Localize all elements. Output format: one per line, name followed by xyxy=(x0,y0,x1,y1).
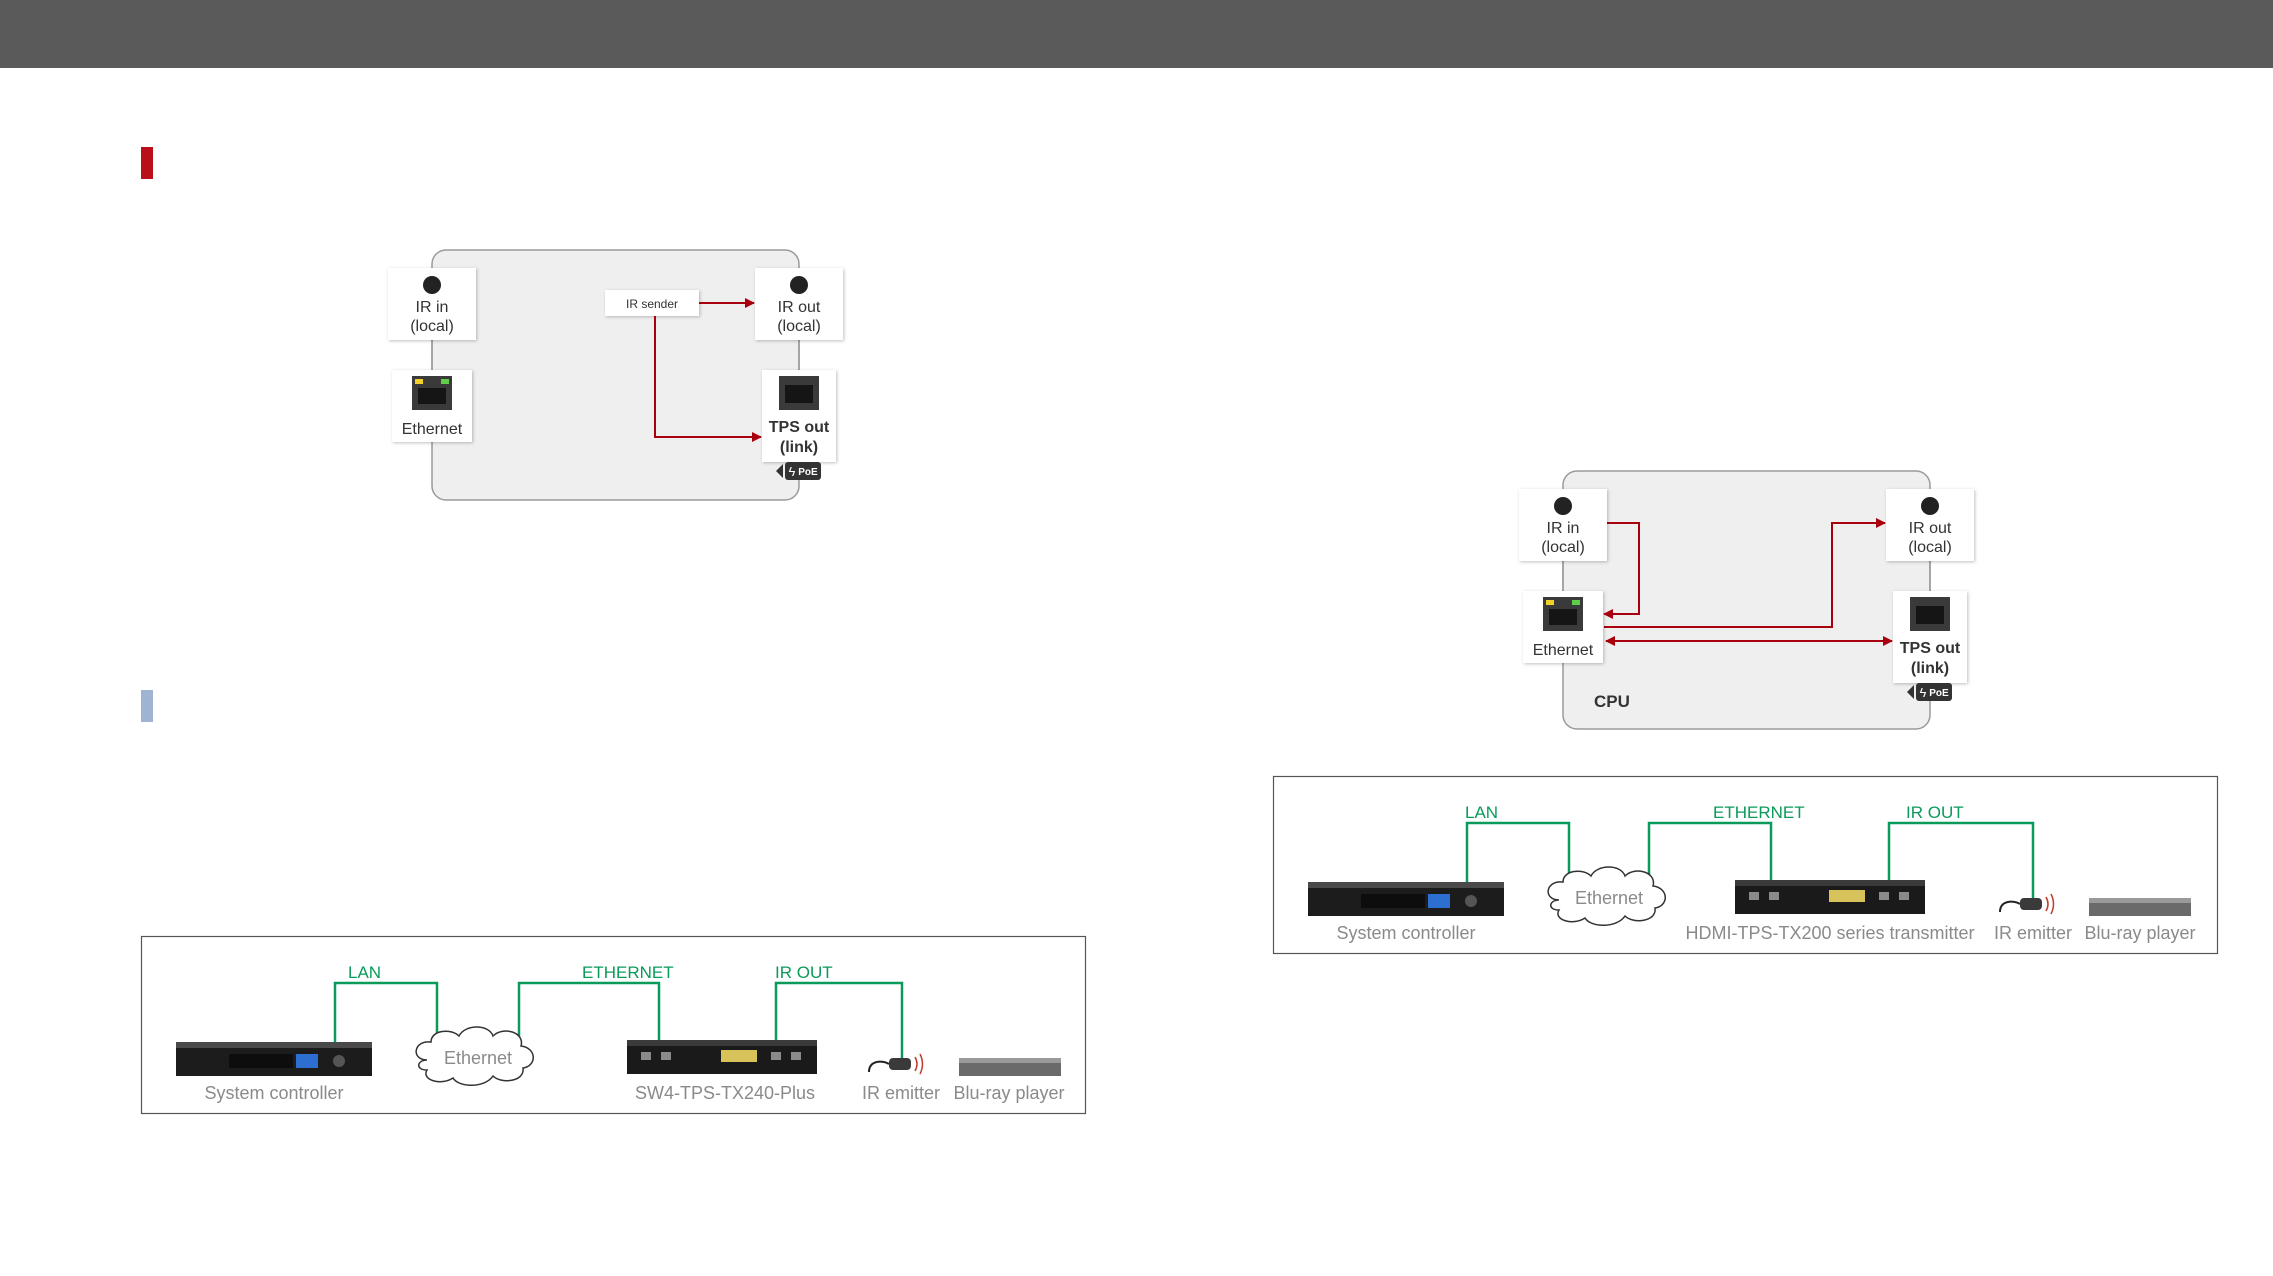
svg-text:IR OUT: IR OUT xyxy=(1906,803,1964,822)
svg-text:TPS out: TPS out xyxy=(769,419,830,436)
svg-text:LAN: LAN xyxy=(348,963,381,982)
svg-text:(link): (link) xyxy=(780,439,818,456)
svg-text:ϟ: ϟ xyxy=(1920,685,1927,700)
system-controller-device xyxy=(176,1042,372,1076)
ir-sender-box: IR sender xyxy=(605,290,699,316)
svg-text:IR in: IR in xyxy=(1547,520,1580,537)
svg-text:IR in: IR in xyxy=(416,299,449,316)
ir-emitter-device xyxy=(868,1053,924,1075)
ir-in-port: IR in (local) xyxy=(1519,489,1607,561)
device-enclosure xyxy=(431,249,800,501)
cpu-label: CPU xyxy=(1594,692,1630,711)
svg-text:PoE: PoE xyxy=(798,467,818,478)
ethernet-port: Ethernet xyxy=(392,370,472,442)
svg-text:IR out: IR out xyxy=(1909,520,1952,537)
svg-text:Blu-ray player: Blu-ray player xyxy=(2084,923,2195,943)
svg-text:ϟ: ϟ xyxy=(789,464,796,479)
ir-diagram-left: IR in (local) Ethernet IR sender IR out … xyxy=(388,249,843,501)
svg-text:Ethernet: Ethernet xyxy=(1533,642,1594,659)
header-bar xyxy=(0,0,2273,68)
svg-text:(link): (link) xyxy=(1911,660,1949,677)
svg-text:IR sender: IR sender xyxy=(626,297,678,311)
svg-text:System controller: System controller xyxy=(204,1083,343,1103)
svg-text:PoE: PoE xyxy=(1929,688,1949,699)
ir-out-port: IR out (local) xyxy=(1886,489,1974,561)
svg-text:Ethernet: Ethernet xyxy=(402,421,463,438)
sw4-tps-tx240-plus-device xyxy=(627,1040,817,1074)
ir-out-port: IR out (local) xyxy=(755,268,843,340)
ir-emitter-device xyxy=(1999,893,2055,915)
ir-in-port: IR in (local) xyxy=(388,268,476,340)
poe-badge: PoE ϟ xyxy=(1907,683,1952,701)
svg-text:Blu-ray player: Blu-ray player xyxy=(953,1083,1064,1103)
svg-text:(local): (local) xyxy=(777,318,821,335)
svg-text:IR emitter: IR emitter xyxy=(1994,923,2072,943)
section-marker-red xyxy=(141,147,153,179)
ethernet-port: Ethernet xyxy=(1523,591,1603,663)
svg-text:(local): (local) xyxy=(1908,539,1952,556)
tps-out-port: TPS out (link) xyxy=(1893,591,1967,683)
svg-text:ETHERNET: ETHERNET xyxy=(1713,803,1805,822)
system-controller-device xyxy=(1308,882,1504,916)
ir-diagram-right: IR in (local) Ethernet IR out (local) TP… xyxy=(1519,470,1974,730)
svg-text:SW4-TPS-TX240-Plus: SW4-TPS-TX240-Plus xyxy=(635,1083,815,1103)
blu-ray-player-device xyxy=(959,1058,1061,1076)
ethernet-cloud: Ethernet xyxy=(415,1026,534,1086)
svg-text:IR OUT: IR OUT xyxy=(775,963,833,982)
setup-diagram-right: LAN ETHERNET IR OUT Ethernet System cont… xyxy=(1272,775,2219,955)
device-enclosure xyxy=(1562,470,1931,730)
blu-ray-player-device xyxy=(2089,898,2191,916)
poe-badge: PoE ϟ xyxy=(776,462,821,480)
svg-text:ETHERNET: ETHERNET xyxy=(582,963,674,982)
svg-text:System controller: System controller xyxy=(1336,923,1475,943)
svg-text:HDMI-TPS-TX200 series transmit: HDMI-TPS-TX200 series transmitter xyxy=(1685,923,1974,943)
setup-diagram-left: LAN ETHERNET IR OUT Ethernet System cont… xyxy=(140,935,1087,1115)
section-marker-blue xyxy=(141,690,153,722)
svg-text:Ethernet: Ethernet xyxy=(444,1048,512,1068)
svg-text:Ethernet: Ethernet xyxy=(1575,888,1643,908)
svg-text:(local): (local) xyxy=(410,318,454,335)
svg-text:LAN: LAN xyxy=(1465,803,1498,822)
ethernet-cloud: Ethernet xyxy=(1547,866,1666,926)
hdmi-tps-tx200-device xyxy=(1735,880,1925,914)
svg-text:IR emitter: IR emitter xyxy=(862,1083,940,1103)
svg-text:(local): (local) xyxy=(1541,539,1585,556)
svg-text:IR out: IR out xyxy=(778,299,821,316)
svg-text:TPS out: TPS out xyxy=(1900,640,1961,657)
tps-out-port: TPS out (link) xyxy=(762,370,836,462)
